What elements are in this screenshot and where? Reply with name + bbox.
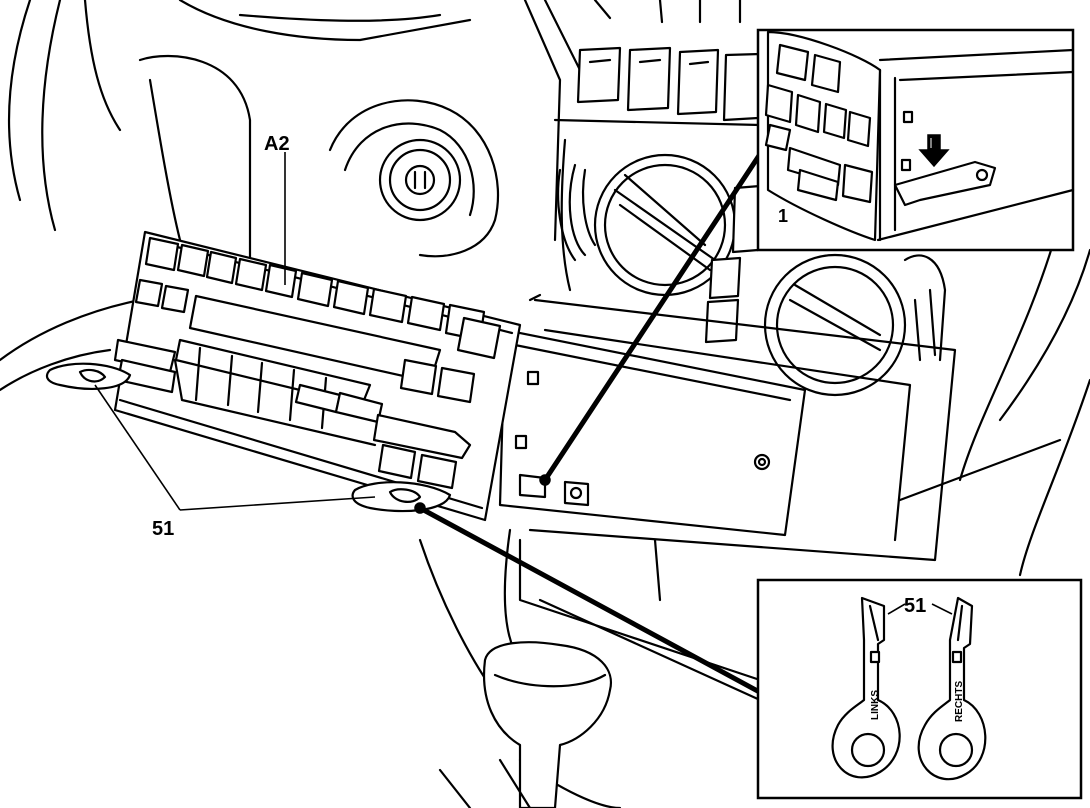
inset-release-tool-label: 51 xyxy=(904,595,926,617)
radio-label: A2 xyxy=(264,133,290,155)
radio-faceplate xyxy=(45,230,522,522)
tool-left-label: LINKS xyxy=(870,690,881,720)
tool-right-label: RECHTS xyxy=(954,681,965,722)
down-arrow-icon xyxy=(918,134,950,168)
detail-inset-latch xyxy=(756,28,1075,252)
detail-inset-tools xyxy=(756,578,1083,800)
leader-lines xyxy=(94,139,771,698)
inset-step-label: 1 xyxy=(778,206,788,226)
release-tool-left xyxy=(831,596,901,779)
release-tool-right xyxy=(917,596,987,781)
preset-buttons xyxy=(144,236,502,360)
radio-chassis xyxy=(498,328,807,537)
release-tool-label: 51 xyxy=(152,518,174,540)
switch-row xyxy=(576,46,762,122)
